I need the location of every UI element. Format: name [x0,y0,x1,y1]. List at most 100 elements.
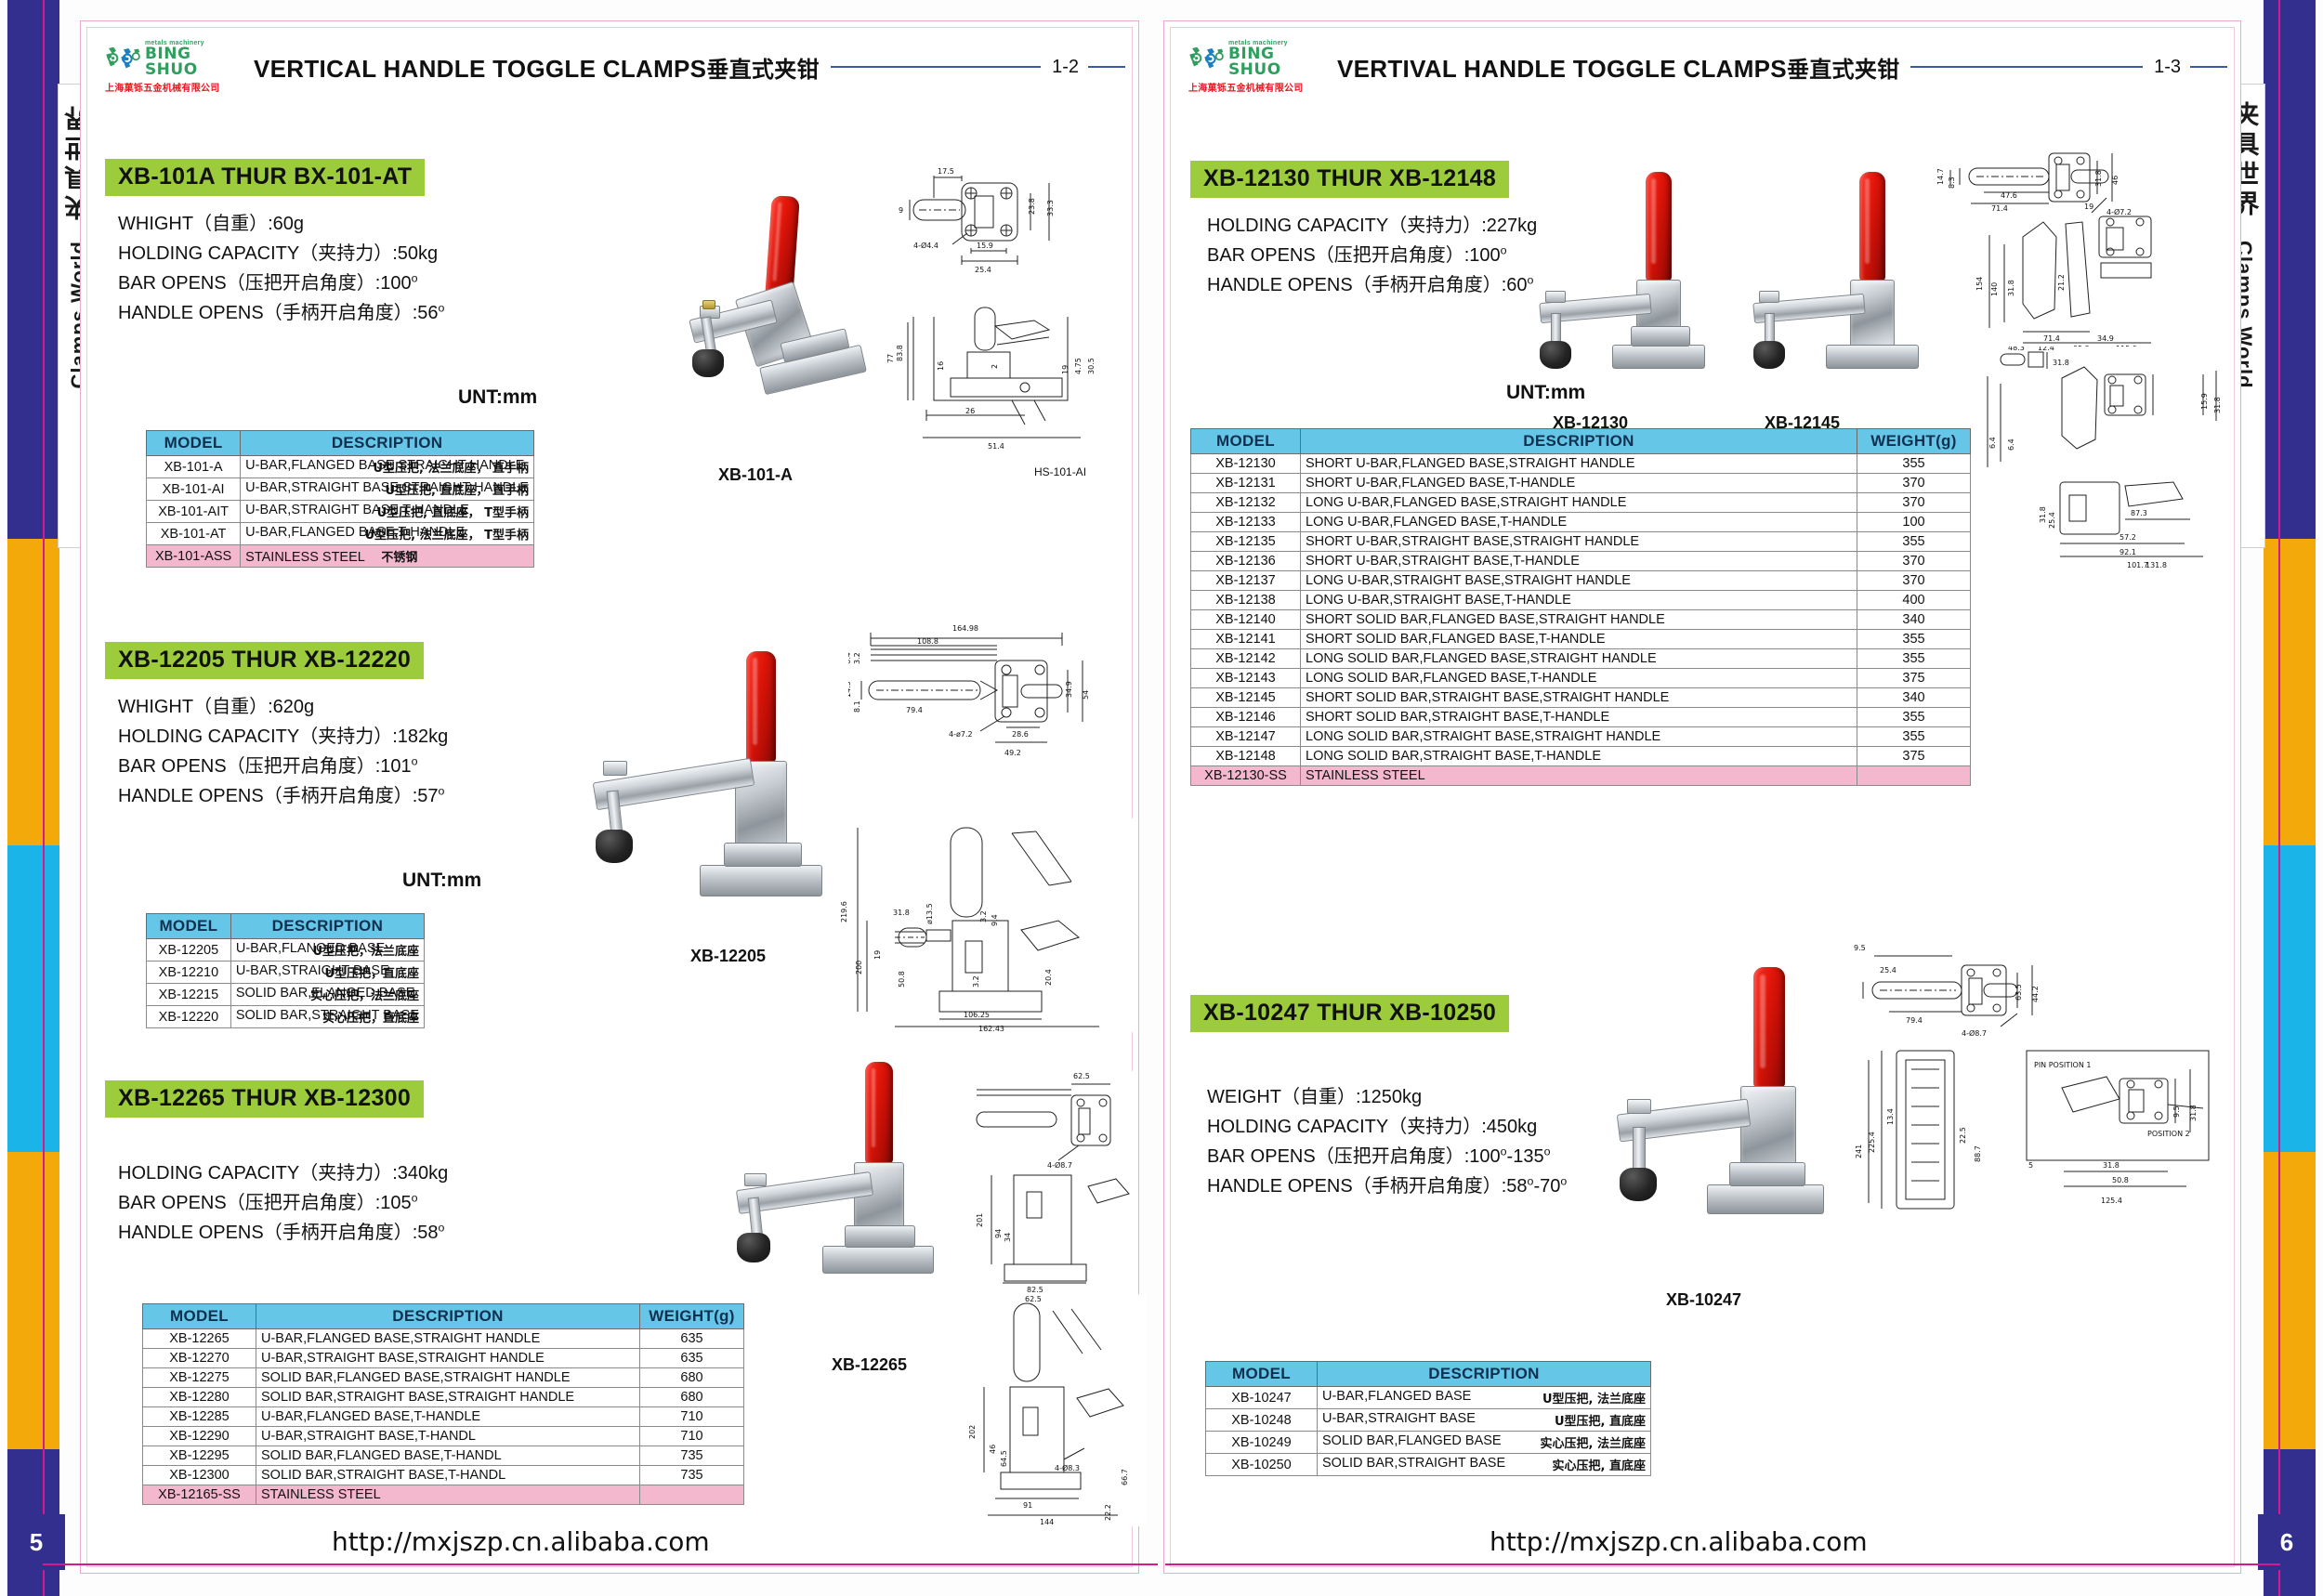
cell-desc: SHORT SOLID BAR,FLANGED BASE,STRAIGHT HA… [1300,609,1857,630]
rubber-tip [692,349,724,377]
svg-text:17.5: 17.5 [938,167,954,176]
cell-model: XB-12210 [146,961,231,984]
cell-model: XB-12145 [1190,687,1301,708]
svg-text:62.5: 62.5 [1073,1072,1090,1080]
drawing-xb-12265-top: 62.5 4-Ø8.7 201 94 34 82.5 [969,1071,1136,1294]
right-footer-url[interactable]: http://mxjszp.cn.alibaba.com [1490,1526,1868,1557]
cell-model: XB-12295 [142,1446,256,1466]
cell-desc: STAINLESS STEEL [1300,765,1857,786]
svg-text:8.1: 8.1 [853,700,861,713]
spec-label-en: HANDLE OPENS [1207,1176,1353,1197]
cell-desc: SOLID BAR,FLANGED BASE,T-HANDL [256,1446,640,1466]
spec-line: WHIGHT（自重）:620g [118,692,1118,722]
table-header-row: MODEL DESCRIPTION WEIGHT(g) [1190,428,1971,454]
cell-desc-cn: U型压把，直底座 [324,967,419,981]
logo-name: BING SHUO [1227,45,1281,79]
band-blue [7,0,59,539]
cell-desc: STAINLESS STEEL 不锈钢 [240,544,534,568]
red-handle [746,651,776,763]
cell-weight: 100 [1857,512,1971,532]
cell-model: XB-12131 [1190,473,1301,493]
cell-desc: U-BAR,STRAIGHT BASE,T-HANDL [256,1426,640,1446]
base-plate-upper [845,1225,915,1248]
left-footer-url[interactable]: http://mxjszp.cn.alibaba.com [332,1526,710,1557]
band-blue-r [2264,0,2316,539]
spec-label-cn: （手柄开启角度） [263,784,413,806]
right-title-cn: 垂直式夹钳 [1786,56,1900,83]
cell-model: XB-12142 [1190,648,1301,669]
cell-desc: U-BAR,FLANGED BASE,STRAIGHT HANDLE [256,1328,640,1349]
specs-xb-12205: WHIGHT（自重）:620g HOLDING CAPACITY（夹持力）:18… [118,692,1118,811]
cell-weight: 375 [1857,746,1971,766]
spec-label-en: HANDLE OPENS [118,1223,264,1243]
svg-text:3.2: 3.2 [972,975,980,988]
spec-value-2: -135 [1506,1146,1544,1167]
rubber-tip [1620,1168,1657,1201]
degree-sign-2: o [1543,1145,1551,1158]
svg-text:3.2: 3.2 [979,910,988,922]
spec-line: HOLDING CAPACITY（夹持力）:182kg [118,722,1118,752]
cell-desc: LONG U-BAR,STRAIGHT BASE,T-HANDLE [1300,590,1857,610]
svg-text:4.75: 4.75 [1074,358,1083,374]
spec-label-en: BAR OPENS [118,756,227,777]
spec-value: :58 [412,1223,439,1243]
photo-label-xb-12205: XB-12205 [690,947,767,965]
spec-label-cn: （手柄开启角度） [1352,1174,1502,1197]
cell-desc-en: U-BAR,STRAIGHT BASE [235,963,389,978]
spec-value: :50kg [392,243,439,264]
rubber-tip [596,830,633,863]
cell-desc-cn: U型压把, 直底座， T型手柄 [376,506,529,520]
svg-text:34.9: 34.9 [2097,334,2114,343]
cell-model: XB-12130-SS [1190,765,1301,786]
svg-text:87.3: 87.3 [2131,509,2147,517]
right-page-title: VERTIVAL HANDLE TOGGLE CLAMPS垂直式夹钳 [1337,51,1899,84]
cell-desc-cn: U型压把, 法兰底座， T型手柄 [364,529,529,543]
svg-text:26: 26 [965,407,975,415]
svg-text:8.3: 8.3 [1948,177,1956,189]
svg-text:46: 46 [2111,176,2120,185]
right-page-header: metals machinery BING SHUO 上海菓铄五金机械有限公司 … [1188,38,2227,96]
cell-desc-en: SOLID BAR,STRAIGHT BASE [1322,1456,1506,1471]
th-model: MODEL [145,430,242,456]
cell-desc: LONG U-BAR,FLANGED BASE,STRAIGHT HANDLE [1300,492,1857,513]
svg-text:13.4: 13.4 [1886,1108,1895,1125]
cell-weight: 680 [639,1387,744,1407]
right-page-code: 1-3 [2154,56,2181,77]
cell-weight: 400 [1857,590,1971,610]
svg-text:50.8: 50.8 [2112,1176,2129,1184]
cell-desc-cn: 实心压把，直底座 [322,1012,419,1026]
cell-desc-en: U-BAR,STRAIGHT BASE,T-HANDLE [245,503,469,517]
svg-text:64.5: 64.5 [1000,1450,1008,1467]
svg-text:92.1: 92.1 [2120,548,2136,556]
svg-text:9.5: 9.5 [1854,944,1866,952]
svg-text:77: 77 [886,354,895,363]
spec-label-cn: （夹持力） [299,725,393,747]
degree-sign-2: o [1560,1174,1568,1188]
svg-text:225.4: 225.4 [1868,1132,1876,1153]
drawing-xb-10247-top: 9.5 25.4 79.4 4-Ø8.7 63.5 44.2 225.4 241… [1841,939,2231,1246]
svg-text:219.6: 219.6 [840,901,848,922]
specs-xb-101a: WHIGHT（自重）:60g HOLDING CAPACITY（夹持力）:50k… [118,209,1118,328]
cell-model: XB-12270 [142,1348,256,1368]
svg-text:46: 46 [989,1445,997,1454]
section-title-xb-101a: XB-101A THUR BX-101-AT [105,159,426,196]
spec-value: :58 [1501,1176,1528,1197]
spec-label-en: WEIGHT [1207,1087,1281,1107]
spine-line-left [43,0,45,1596]
svg-text:82.5: 82.5 [1027,1286,1043,1294]
left-page-title: VERTICAL HANDLE TOGGLE CLAMPS垂直式夹钳 [254,51,820,84]
spec-line: BAR OPENS（压把开启角度）:100o-135o [1207,1142,2222,1171]
cell-model: XB-12220 [146,1005,231,1028]
drawing-xb-101a-side: 83.8 77 16 2 19 4.75 30.5 26 51.4 [886,289,1120,456]
left-page-inner-border [86,27,1133,1567]
